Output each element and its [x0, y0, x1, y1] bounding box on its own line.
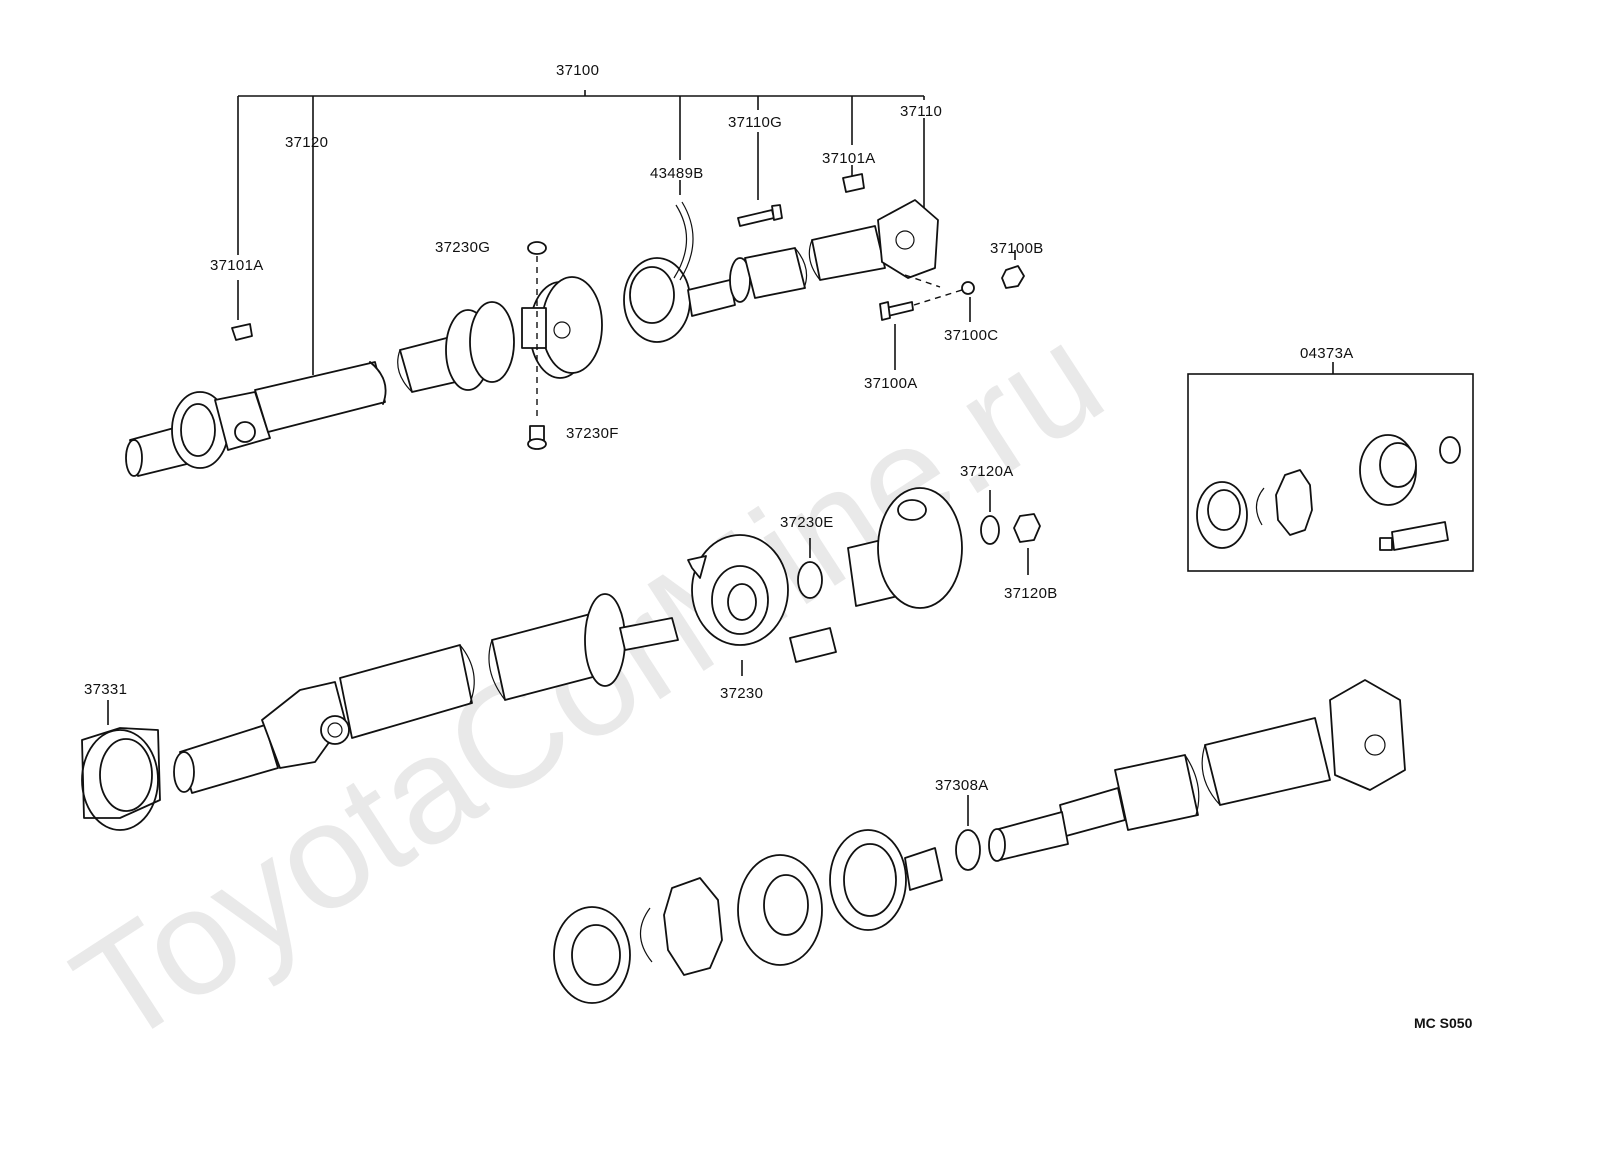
label-37100A: 37100A — [864, 375, 918, 392]
propeller-shaft-rear — [623, 173, 1025, 370]
callout-labels: 37100 37120 37101A 37230G 37230F 43489B … — [84, 62, 1473, 1031]
label-37101A-right: 37101A — [822, 150, 876, 167]
label-37308A: 37308A — [935, 777, 989, 794]
propeller-shaft-front — [125, 276, 603, 477]
pad-37101A-left — [231, 323, 253, 341]
label-37230: 37230 — [720, 685, 763, 702]
seal-37331 — [81, 700, 161, 831]
label-37100: 37100 — [556, 62, 599, 79]
label-37230F: 37230F — [566, 425, 619, 442]
label-37110: 37110 — [900, 103, 942, 120]
propeller-shaft-center — [173, 487, 1041, 794]
label-37120A: 37120A — [960, 463, 1014, 480]
kit-04373A — [1187, 362, 1474, 572]
figure-code: MC S050 — [1414, 1015, 1473, 1031]
label-43489B: 43489B — [650, 165, 704, 182]
label-37110G: 37110G — [728, 114, 782, 131]
label-37120B: 37120B — [1004, 585, 1058, 602]
label-37100B: 37100B — [990, 240, 1044, 257]
label-37230E: 37230E — [780, 514, 834, 531]
label-37230G: 37230G — [435, 239, 490, 256]
propeller-shaft-cv — [553, 679, 1406, 1004]
label-37100C: 37100C — [944, 327, 998, 344]
label-37101A-left: 37101A — [210, 257, 264, 274]
label-37120: 37120 — [285, 134, 328, 151]
fasteners-37230 — [527, 241, 547, 450]
label-04373A: 04373A — [1300, 345, 1354, 362]
label-37331: 37331 — [84, 681, 127, 698]
